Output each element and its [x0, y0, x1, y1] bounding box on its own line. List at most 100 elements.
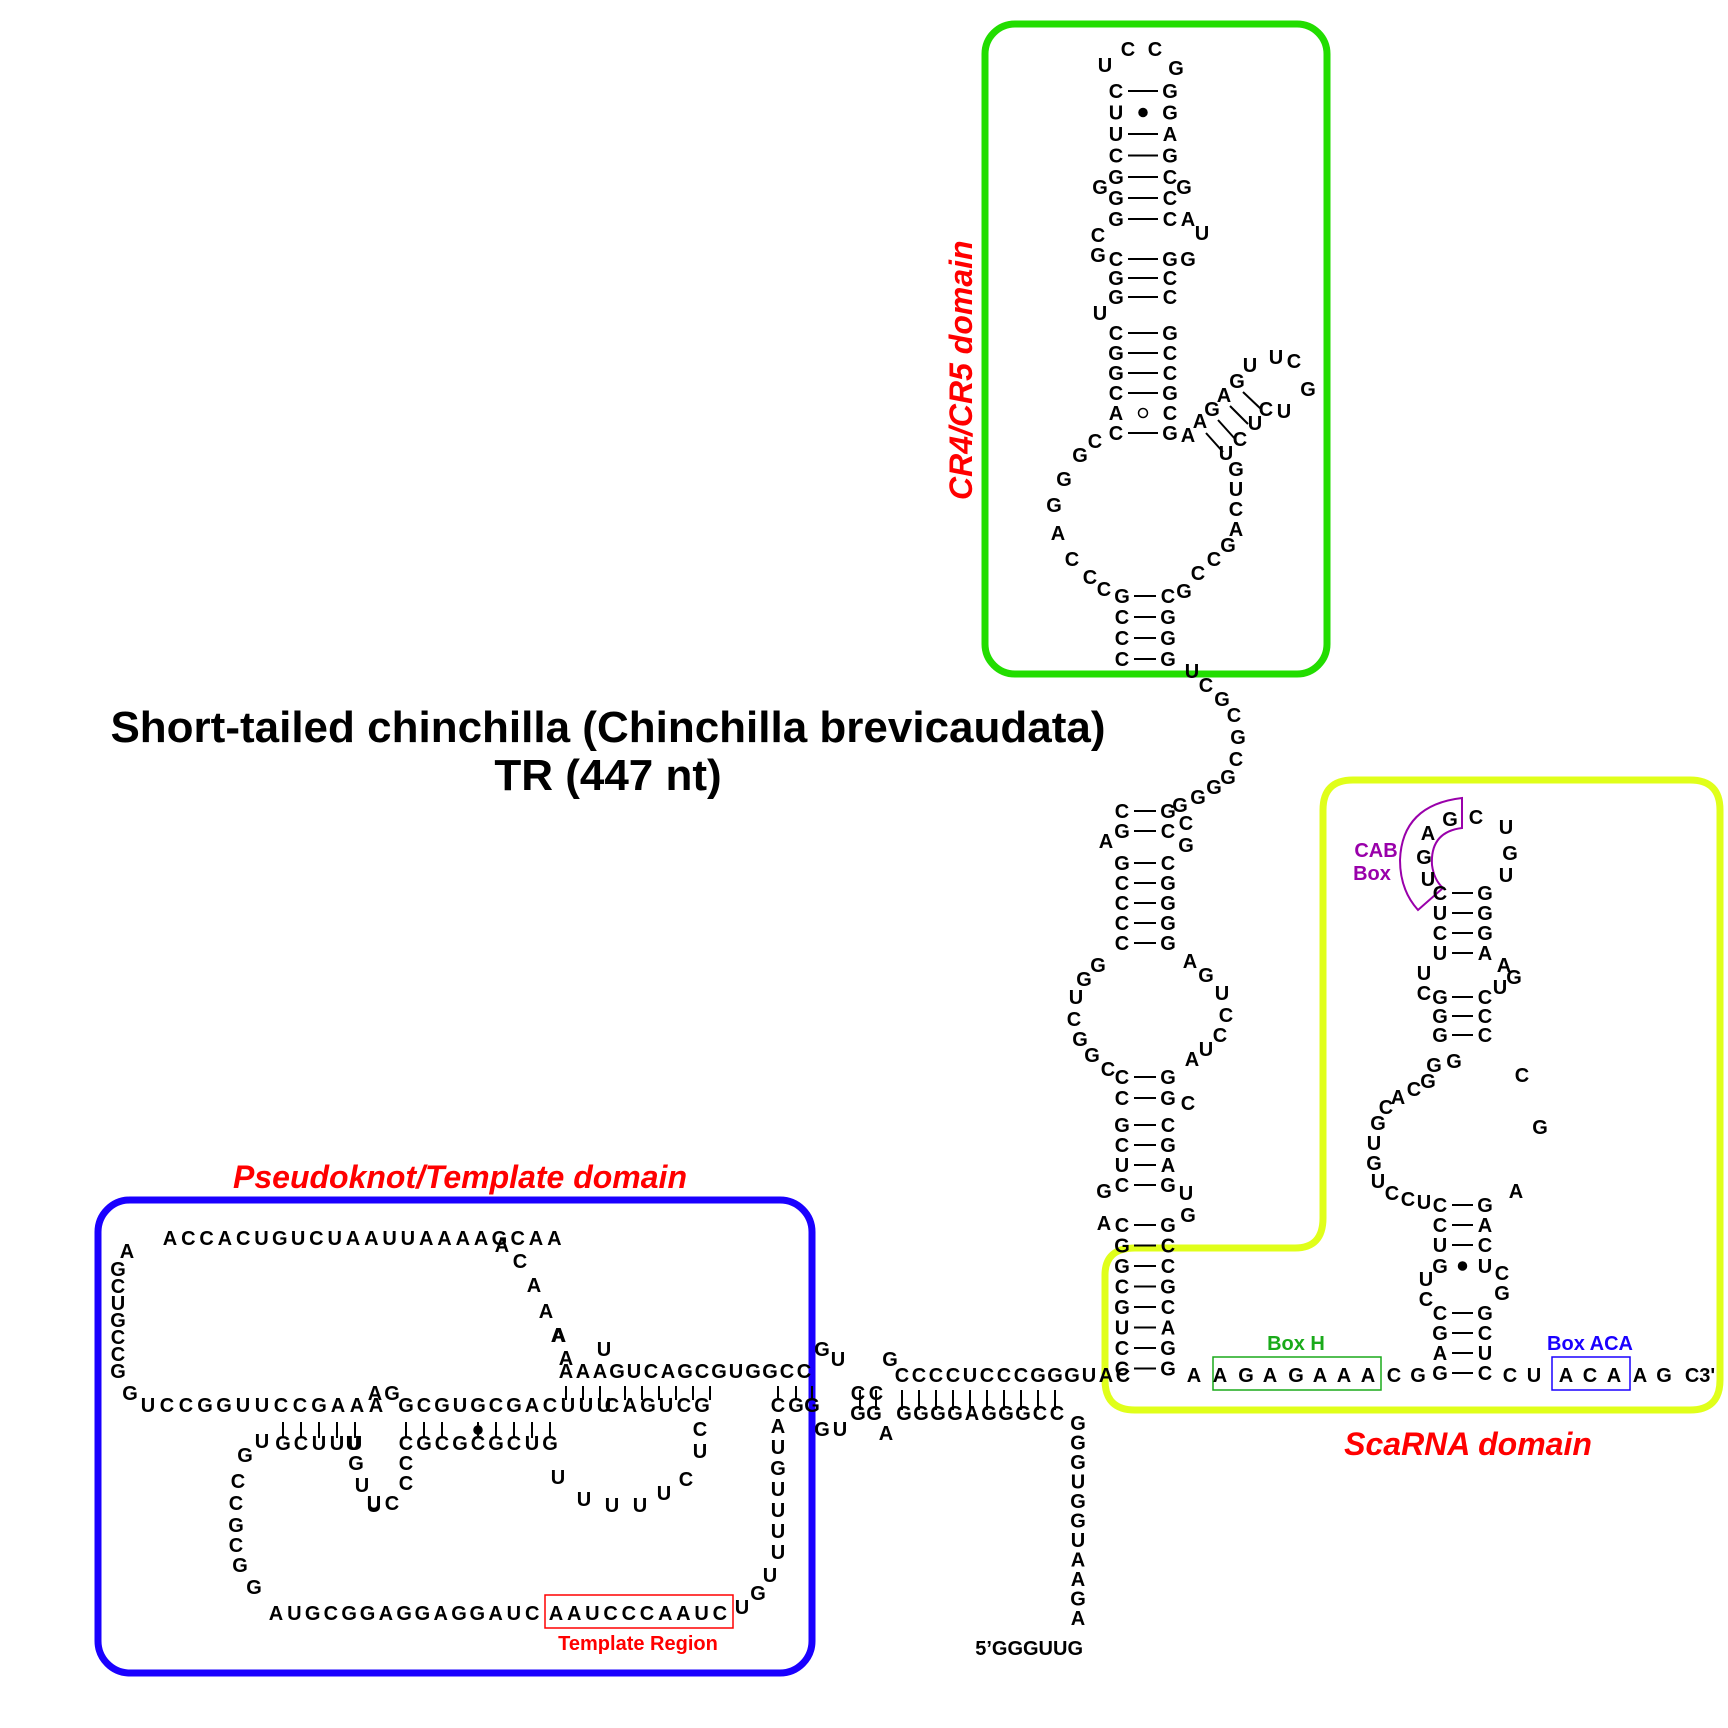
scarna-stem-upper1-left: G: [1432, 1006, 1448, 1028]
pk-row2-left: G: [216, 1395, 232, 1417]
linker-top: C: [929, 1365, 943, 1387]
scarna-stem-upper2-left: C: [1433, 923, 1447, 945]
pk-right-diagonal: A: [539, 1301, 553, 1323]
pk-stem-top: C: [644, 1361, 658, 1383]
pk-row3-b: C: [471, 1433, 485, 1455]
box-aca-frame: [1551, 1356, 1631, 1391]
mid-loop-right: U: [1199, 1039, 1213, 1061]
pk-left-column: G: [110, 1259, 126, 1281]
pk-left-arc: C: [229, 1535, 243, 1557]
pk-top-row: A: [419, 1228, 433, 1250]
cr4-base-stem-right: G: [1160, 628, 1176, 650]
pk-right-column: G: [804, 1395, 820, 1417]
pk-top-row: U: [291, 1228, 305, 1250]
linker: G: [1230, 727, 1246, 749]
pk-stem-top: U: [597, 1339, 611, 1361]
cr4-stem4-right: C: [1163, 403, 1177, 425]
mid-bulge: A: [1099, 831, 1113, 853]
mid-stem2b-left: C: [1115, 1175, 1129, 1197]
pk-stem-top: C: [797, 1361, 811, 1383]
pk-left-column: G: [110, 1361, 126, 1383]
pk-row2-mid: A: [525, 1395, 539, 1417]
skip: G: [0, 0, 8, 5]
template-region-nt: A: [658, 1603, 672, 1625]
pk-top-row: A: [120, 1241, 134, 1263]
pk-bottom-row: G: [470, 1603, 486, 1625]
pk-inner-loop: U: [367, 1495, 381, 1517]
pk-row2-ag: G: [384, 1383, 400, 1405]
scarna-stem-upper2-left: U: [1433, 943, 1447, 965]
linker: G: [1190, 787, 1206, 809]
cr4-side-hairpin: U: [1219, 443, 1233, 465]
linker-bottom: G: [981, 1403, 997, 1425]
linker-top: U: [831, 1349, 845, 1371]
pk-bottom-row: A: [488, 1603, 502, 1625]
pk-row2-right: G: [694, 1395, 710, 1417]
mid-loop-right: U: [1215, 983, 1229, 1005]
mid-stem3-left: C: [1115, 1277, 1129, 1299]
template-region-nt: C: [622, 1603, 636, 1625]
linker-top: C: [912, 1365, 926, 1387]
pk-right-column: U: [735, 1597, 749, 1619]
cab-box-label-2: Box: [1353, 863, 1391, 885]
mid-stem2b-right: G: [1160, 1175, 1176, 1197]
cr4-side-hairpin: U: [1277, 401, 1291, 423]
pk-right-column: G: [750, 1583, 766, 1605]
linker-bottom: A: [965, 1403, 979, 1425]
pk-right-diagonal: C: [513, 1251, 527, 1273]
five-prime-strand: A: [1071, 1608, 1085, 1630]
linker-bottom: G: [998, 1403, 1014, 1425]
scarna-domain-box: [1101, 776, 1724, 1414]
cr4-stem1-right: G: [1162, 81, 1178, 103]
scarna-stem-mid-right: G: [1477, 1195, 1493, 1217]
pk-top-row: G: [492, 1228, 508, 1250]
pk-u-loop: U: [605, 1495, 619, 1517]
junction-strand: A: [1313, 1365, 1327, 1387]
mid-stem2b-left: G: [1114, 1115, 1130, 1137]
scarna-loop-right: C: [1515, 1065, 1529, 1087]
junction-strand: G: [1288, 1365, 1304, 1387]
scarna-stem-base-left: A: [1433, 1343, 1447, 1365]
cr4-stem1-right: G: [1162, 146, 1178, 168]
cr4-stem4-left: C: [1109, 383, 1123, 405]
cr4-bulge: U: [1093, 303, 1107, 325]
scarna-top-loop: A: [1421, 823, 1435, 845]
linker-top: G: [1030, 1365, 1046, 1387]
pk-right-column: A: [771, 1416, 785, 1438]
mid-stem1b-left: C: [1115, 933, 1129, 955]
mid-stem3-left: C: [1115, 1215, 1129, 1237]
pk-row2-mid: G: [398, 1395, 414, 1417]
scarna-loop-left: C: [1379, 1097, 1393, 1119]
linker-top: C: [851, 1383, 865, 1405]
cr4-loop-right: A: [1229, 519, 1243, 541]
pk-right-column: U: [771, 1542, 785, 1564]
scarna-stem: G: [1432, 1256, 1448, 1278]
pk-left-column: U: [111, 1293, 125, 1315]
pk-right-column: U: [771, 1500, 785, 1522]
mid-loop-right: G: [1198, 965, 1214, 987]
title-line-2: TR (447 nt): [494, 751, 721, 800]
five-prime-strand: U: [1071, 1530, 1085, 1552]
scarna-loop-left: G: [1446, 1051, 1462, 1073]
mid-stem2a-left: C: [1115, 1088, 1129, 1110]
base-pair-bond: [1229, 405, 1249, 425]
pk-left-arc: G: [246, 1577, 262, 1599]
pk-top-row: A: [474, 1228, 488, 1250]
pk-row3-b: U: [525, 1433, 539, 1455]
pk-stem-top: G: [745, 1361, 761, 1383]
template-region-nt: A: [549, 1603, 563, 1625]
pk-left-column: C: [111, 1276, 125, 1298]
five-prime-strand: G: [1070, 1413, 1086, 1435]
junction-strand: A: [1337, 1365, 1351, 1387]
skip: C: [0, 0, 7, 5]
scarna-loop-left: G: [1426, 1055, 1442, 1077]
linker: G: [1220, 767, 1236, 789]
scarna-stem-upper2-left: C: [1433, 883, 1447, 905]
cr4-stem1-left: C: [1109, 146, 1123, 168]
pk-inner-loop: U: [367, 1493, 381, 1515]
pk-stem-top: A: [576, 1361, 590, 1383]
pk-left-arc: G: [232, 1555, 248, 1577]
pk-bottom-row: G: [305, 1603, 321, 1625]
linker-bottom: U: [833, 1419, 847, 1441]
